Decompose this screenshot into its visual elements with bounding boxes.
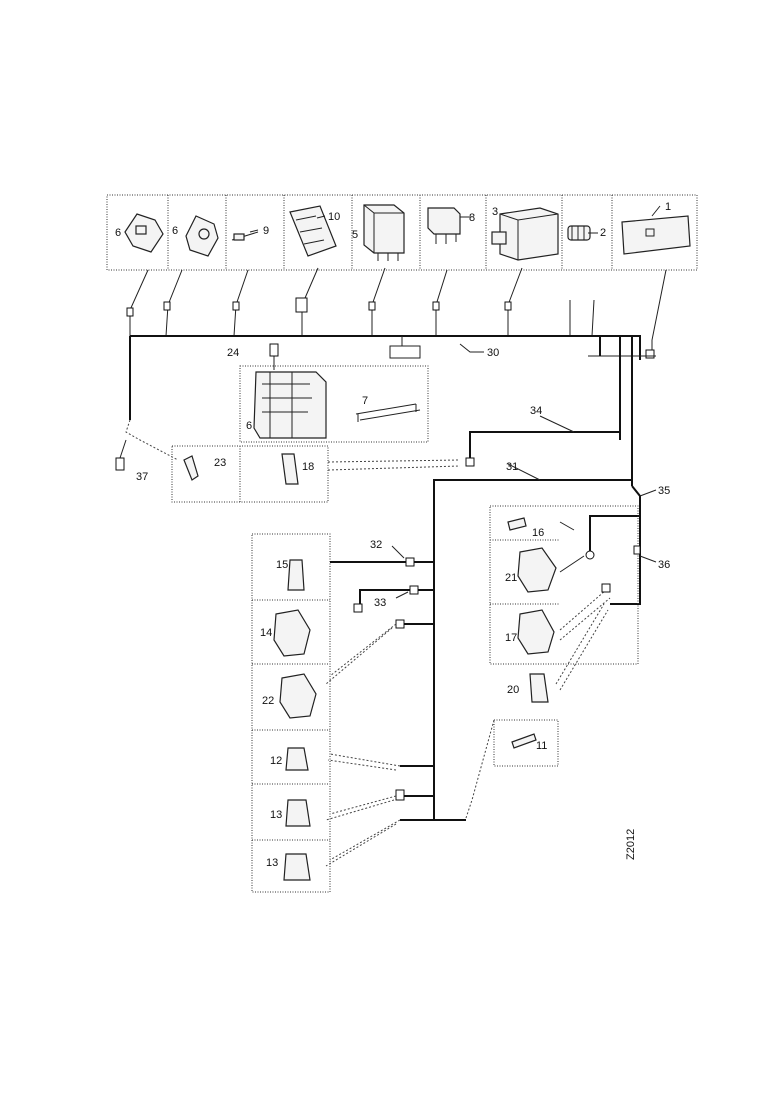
label-2: 2: [600, 227, 606, 239]
fuse-box-component-10: [289, 205, 337, 257]
label-34: 34: [530, 405, 542, 417]
label-13-upper: 13: [270, 809, 282, 821]
label-9: 9: [263, 225, 269, 237]
label-11: 11: [536, 740, 547, 752]
label-24: 24: [227, 347, 239, 359]
control-unit-component-3: [491, 207, 559, 261]
harness-32-33: 32 33: [325, 539, 466, 867]
label-32: 32: [370, 539, 382, 551]
connector-component-2: [567, 225, 591, 241]
label-16: 16: [532, 527, 544, 539]
switch-component-6b: [185, 215, 219, 257]
relay-component-5: [363, 204, 405, 261]
label-12: 12: [270, 755, 282, 767]
label-15: 15: [276, 559, 288, 571]
label-35: 35: [658, 485, 670, 497]
label-33: 33: [374, 597, 386, 609]
label-10: 10: [328, 211, 340, 223]
label-13-lower: 13: [266, 857, 278, 869]
harness-label-30: 30: [487, 347, 499, 359]
label-3: 3: [492, 206, 498, 218]
label-37: 37: [136, 471, 148, 483]
label-6-top-left: 6: [115, 227, 121, 239]
label-7: 7: [362, 395, 368, 407]
harness-drops: [126, 267, 667, 359]
switch-component-6a: [124, 213, 164, 253]
label-8: 8: [469, 212, 475, 224]
label-17: 17: [505, 632, 517, 644]
label-18: 18: [302, 461, 314, 473]
relay-component-8: [427, 207, 461, 244]
label-5: 5: [352, 229, 358, 241]
left-sensor-box: 23 18 37: [115, 419, 461, 503]
label-36: 36: [658, 559, 670, 571]
label-1: 1: [665, 201, 671, 213]
top-component-strip: 6 6 9 10 5 8 3 2 1: [106, 194, 698, 271]
label-21: 21: [505, 572, 517, 584]
main-harness-30: 30: [129, 335, 656, 486]
label-22: 22: [262, 695, 274, 707]
sensor-component-9: [231, 231, 259, 241]
label-14: 14: [260, 627, 272, 639]
engine-detail-box: 24 7 6: [227, 343, 429, 443]
label-20: 20: [507, 684, 519, 696]
panel-component-1: [621, 215, 691, 255]
figure-code: Z2012: [625, 829, 637, 860]
label-6-engine: 6: [246, 420, 252, 432]
label-31: 31: [506, 461, 518, 473]
left-sensor-column: 15 14 22 12 13 13: [251, 533, 331, 893]
label-23: 23: [214, 457, 226, 469]
label-6-top: 6: [172, 225, 178, 237]
harness-34-31: 34 31: [433, 405, 632, 820]
right-harness: 35 16 21 17 36 20 11: [465, 485, 670, 819]
